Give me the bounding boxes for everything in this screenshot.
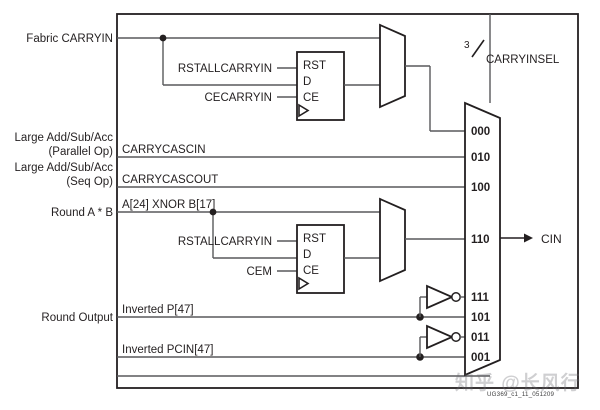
control-label-rstallcarryin-2: RSTALLCARRYIN [178,236,272,248]
mux-select-111: 111 [471,292,490,304]
signal-label-a-xnor-b: A[24] XNOR B[17] [122,199,215,211]
mux-select-110: 110 [471,234,490,246]
mux-select-101: 101 [471,312,491,324]
pin-label-ce-2: CE [303,265,319,277]
carryinsel-label: CARRYINSEL [486,54,560,66]
pin-label-d-1: D [303,76,311,88]
mult-register-clock-icon [298,276,310,291]
mult-register-select-mux [379,197,406,283]
diagram-outer-frame [116,13,579,389]
mux-select-011: 011 [471,332,490,344]
cin-output-label: CIN [541,232,562,246]
control-label-rstallcarryin-1: RSTALLCARRYIN [178,63,272,75]
side-label-round-output: Round Output [41,312,113,324]
pin-label-d-2: D [303,249,311,261]
control-label-cem: CEM [246,266,272,278]
pin-label-rst-2: RST [303,233,326,245]
pin-label-ce-1: CE [303,92,319,104]
junction-dot-fabric-carryin [159,34,167,42]
inverter-a-bubble [451,292,461,302]
inverter-b-bubble [451,332,461,342]
side-label-parallel-line1: Large Add/Sub/Acc [15,132,114,144]
junction-dot-a-xnor-b [209,208,217,216]
side-label-fabric-carryin: Fabric CARRYIN [26,33,113,45]
inverter-a-triangle [426,284,455,310]
signal-label-carrycascout: CARRYCASCOUT [122,174,218,186]
side-label-seq-line2: (Seq Op) [66,176,113,188]
signal-label-inverted-p: Inverted P[47] [122,304,194,316]
carryin-register-select-mux [379,23,406,109]
mux-select-010: 010 [471,152,490,164]
mux-select-000: 000 [471,126,490,138]
carryin-register-clock-icon [298,103,310,118]
mux-select-001: 001 [471,352,491,364]
side-label-round-a-b: Round A * B [51,207,113,219]
side-label-seq-line1: Large Add/Sub/Acc [15,162,114,174]
figure-id-label: UG369_c1_11_051209 [487,391,554,398]
signal-label-carrycascin: CARRYCASCIN [122,144,206,156]
signal-label-inverted-pcin: Inverted PCIN[47] [122,344,213,356]
carryin-mux-body [464,101,501,377]
bus-width-label: 3 [464,40,470,51]
bus-width-slash [471,39,485,58]
side-label-parallel-line2: (Parallel Op) [48,146,113,158]
control-label-cecarryin: CECARRYIN [204,92,272,104]
pin-label-rst-1: RST [303,60,326,72]
cin-arrowhead [524,233,533,243]
inverter-b-triangle [426,324,455,350]
mux-select-100: 100 [471,182,490,194]
